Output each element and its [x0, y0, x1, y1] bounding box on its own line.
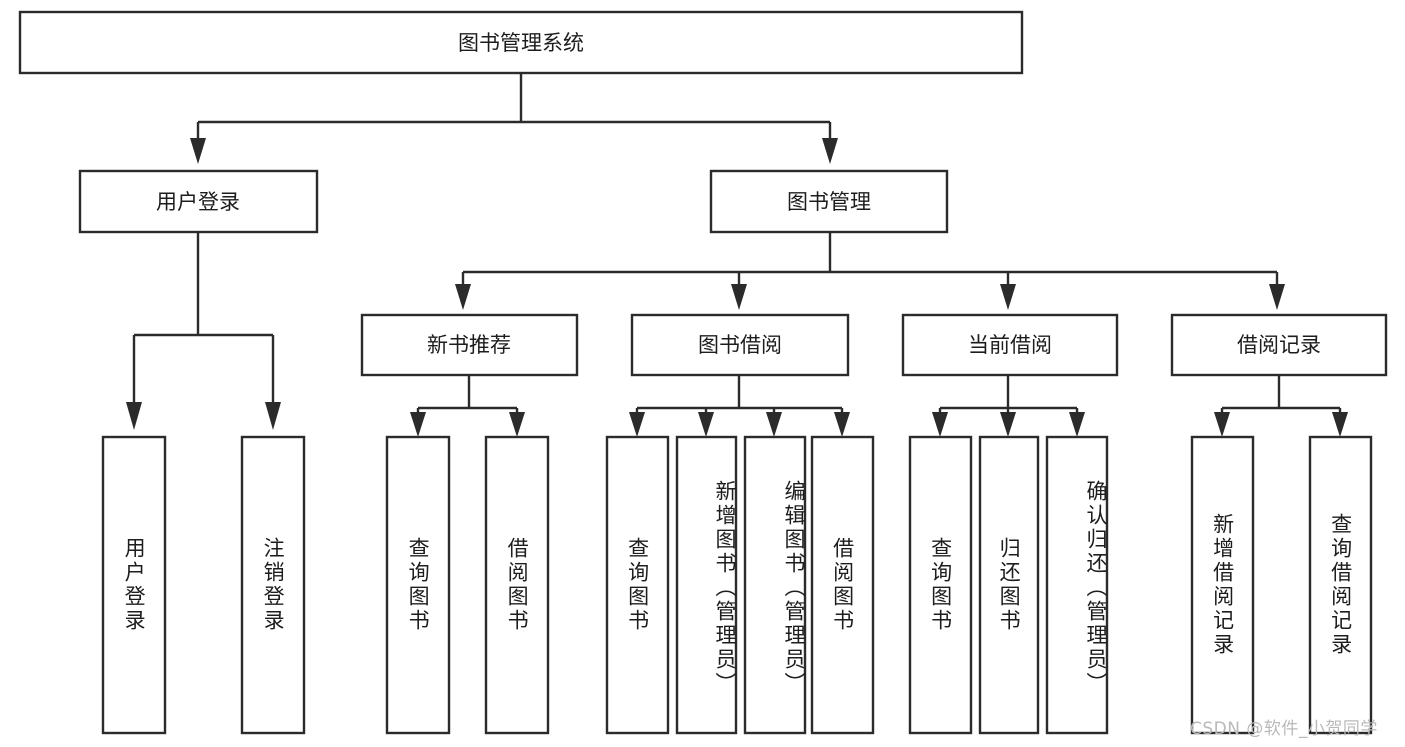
- node-book-borrow-label: 图书借阅: [698, 333, 782, 357]
- node-leaf-query-record-box[interactable]: [1308, 435, 1373, 735]
- connector-current-borrow-to-leaves: [932, 375, 1085, 437]
- node-leaf-query-book-1-box[interactable]: [385, 435, 451, 735]
- node-borrow-record-box[interactable]: [1170, 313, 1388, 377]
- node-leaf-user-logout-box[interactable]: [240, 435, 306, 735]
- connector-user-login-to-leaves: [126, 232, 281, 430]
- node-user-login[interactable]: 用户登录: [78, 169, 319, 234]
- node-leaf-borrow-book-1-box[interactable]: [484, 435, 550, 735]
- arrow-leaf-user-logout-icon: [265, 402, 281, 430]
- node-leaf-add-book-box[interactable]: [675, 435, 738, 735]
- node-root-box[interactable]: [18, 10, 1024, 75]
- node-leaf-edit-book-box[interactable]: [743, 435, 807, 735]
- node-new-book-recommend-box[interactable]: [360, 313, 579, 377]
- node-leaf-return-book-box[interactable]: [978, 435, 1040, 735]
- arrow-leaf-add-book-icon: [698, 412, 714, 437]
- watermark-text: CSDN @软件_小贺同学: [1190, 719, 1378, 739]
- node-current-borrow-box[interactable]: [901, 313, 1119, 377]
- arrow-leaf-user-login-icon: [126, 402, 142, 430]
- connector-book-management-to-level3: [455, 232, 1285, 310]
- node-book-management-box[interactable]: [709, 169, 949, 234]
- node-book-borrow[interactable]: 图书借阅: [630, 313, 850, 377]
- node-current-borrow[interactable]: 当前借阅: [901, 313, 1119, 377]
- arrow-to-user-login-icon: [190, 138, 206, 164]
- arrow-leaf-return-book-icon: [1000, 412, 1016, 437]
- node-borrow-record-label: 借阅记录: [1237, 333, 1321, 357]
- node-leaf-query-book-3-box[interactable]: [908, 435, 973, 735]
- arrow-to-current-borrow-icon: [1000, 284, 1016, 310]
- node-leaf-borrow-book-2-box[interactable]: [810, 435, 875, 735]
- arrow-leaf-borrow-book-1-icon: [509, 412, 525, 437]
- node-book-borrow-box[interactable]: [630, 313, 850, 377]
- connector-borrow-record-to-leaves: [1214, 375, 1348, 437]
- arrow-leaf-query-book-2-icon: [629, 412, 645, 437]
- node-new-book-recommend[interactable]: 新书推荐: [360, 313, 579, 377]
- node-user-login-box[interactable]: [78, 169, 319, 234]
- arrow-leaf-query-book-3-icon: [932, 412, 948, 437]
- node-current-borrow-label: 当前借阅: [968, 333, 1052, 357]
- node-user-login-label: 用户登录: [156, 190, 240, 214]
- node-borrow-record[interactable]: 借阅记录: [1170, 313, 1388, 377]
- node-leaf-query-book-2-box[interactable]: [605, 435, 670, 735]
- arrow-leaf-query-book-1-icon: [410, 412, 426, 437]
- connector-book-borrow-to-leaves: [629, 375, 850, 437]
- node-leaf-confirm-return-box[interactable]: [1045, 435, 1109, 735]
- node-book-management[interactable]: 图书管理: [709, 169, 949, 234]
- arrow-to-book-borrow-icon: [731, 284, 747, 310]
- connector-root-to-level2: [190, 73, 838, 164]
- node-root-label: 图书管理系统: [458, 31, 584, 55]
- node-new-book-recommend-label: 新书推荐: [427, 333, 511, 357]
- node-leaf-add-record-box[interactable]: [1190, 435, 1255, 735]
- arrow-to-borrow-record-icon: [1269, 284, 1285, 310]
- arrow-leaf-query-record-icon: [1332, 412, 1348, 437]
- node-book-management-label: 图书管理: [787, 190, 871, 214]
- arrow-to-book-management-icon: [822, 138, 838, 164]
- arrow-leaf-borrow-book-2-icon: [834, 412, 850, 437]
- connector-new-book-to-leaves: [410, 375, 525, 437]
- arrow-leaf-confirm-return-icon: [1069, 412, 1085, 437]
- arrow-to-new-book-recommend-icon: [455, 284, 471, 310]
- node-leaf-user-login-box[interactable]: [101, 435, 167, 735]
- node-root[interactable]: 图书管理系统: [18, 10, 1024, 75]
- arrow-leaf-edit-book-icon: [766, 412, 782, 437]
- arrow-leaf-add-record-icon: [1214, 412, 1230, 437]
